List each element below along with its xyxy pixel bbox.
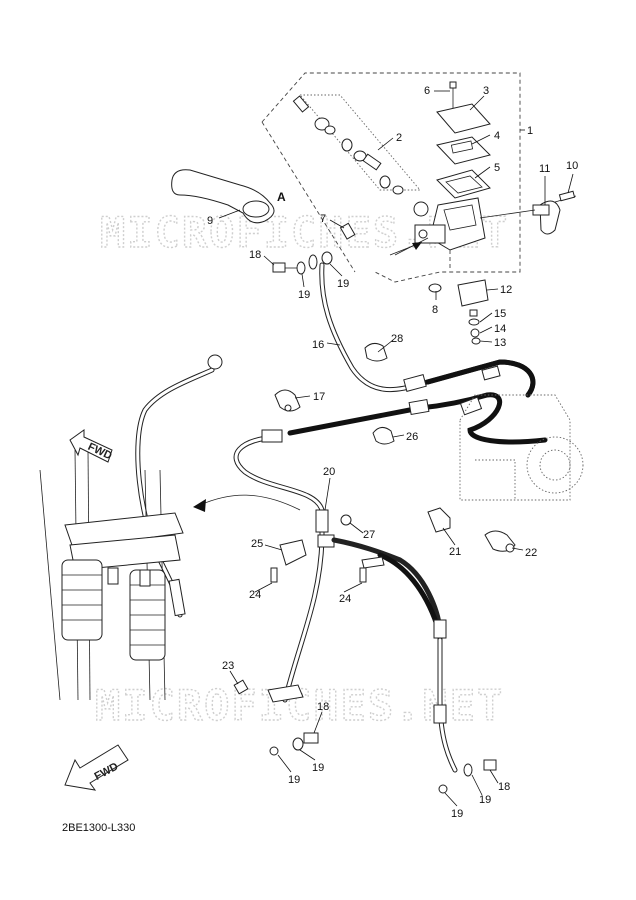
middle-brake-hose bbox=[287, 392, 548, 445]
callout-24a: 24 bbox=[249, 589, 261, 601]
callout-2: 2 bbox=[396, 132, 402, 144]
callout-1: 1 bbox=[527, 125, 533, 137]
callout-22: 22 bbox=[525, 547, 537, 559]
fwd-arrow-large: FWD bbox=[64, 744, 129, 791]
callout-25: 25 bbox=[251, 538, 263, 550]
abs-unit bbox=[459, 394, 584, 501]
callout-14: 14 bbox=[494, 323, 506, 335]
upper-brake-hose bbox=[319, 262, 536, 398]
clamp-21 bbox=[427, 507, 451, 533]
callout-8: 8 bbox=[432, 304, 438, 316]
callout-4: 4 bbox=[494, 130, 500, 142]
callout-15: 15 bbox=[494, 308, 506, 320]
lower-fasteners bbox=[233, 514, 497, 794]
callout-19f: 19 bbox=[479, 794, 491, 806]
callout-19d: 19 bbox=[312, 762, 324, 774]
callout-26: 26 bbox=[406, 431, 418, 443]
clamp-26 bbox=[372, 427, 395, 445]
main-hose-20 bbox=[233, 429, 335, 703]
callout-18b: 18 bbox=[317, 701, 329, 713]
direction-arrow bbox=[193, 494, 301, 512]
pivot-bolt bbox=[339, 222, 356, 240]
detail-label-a: A bbox=[277, 190, 286, 204]
callout-5: 5 bbox=[494, 162, 500, 174]
callout-7: 7 bbox=[320, 213, 326, 225]
callout-27: 27 bbox=[363, 529, 375, 541]
callout-19a: 19 bbox=[298, 289, 310, 301]
diagram-code: 2BE1300-L330 bbox=[62, 822, 135, 834]
callout-19b: 19 bbox=[337, 278, 349, 290]
callouts: 1 2 3 4 5 6 7 8 9 10 11 12 13 14 15 16 1… bbox=[207, 85, 578, 820]
right-branch-hose bbox=[331, 537, 458, 773]
clamp-17 bbox=[274, 389, 301, 412]
fwd-label-small: FWD bbox=[86, 441, 114, 462]
callout-12: 12 bbox=[500, 284, 512, 296]
fwd-arrow-small: FWD bbox=[69, 429, 114, 463]
callout-18c: 18 bbox=[498, 781, 510, 793]
master-cylinder-body bbox=[394, 197, 486, 293]
callout-6: 6 bbox=[424, 85, 430, 97]
brake-lever bbox=[171, 169, 275, 224]
callout-18a: 18 bbox=[249, 249, 261, 261]
callout-24b: 24 bbox=[339, 593, 351, 605]
front-fork bbox=[39, 449, 186, 701]
callout-9: 9 bbox=[207, 215, 213, 227]
callout-23: 23 bbox=[222, 660, 234, 672]
callout-3: 3 bbox=[483, 85, 489, 97]
callout-10: 10 bbox=[566, 160, 578, 172]
callout-19e: 19 bbox=[451, 808, 463, 820]
assembly-outline bbox=[261, 72, 521, 283]
callout-13: 13 bbox=[494, 337, 506, 349]
union-bolt-upper bbox=[272, 251, 333, 275]
callout-11: 11 bbox=[539, 163, 550, 175]
callout-17: 17 bbox=[313, 391, 325, 403]
clamp-28 bbox=[364, 342, 388, 362]
callout-20: 20 bbox=[323, 466, 335, 478]
reservoir-cap-parts bbox=[436, 81, 491, 199]
piston-kit-parts bbox=[292, 94, 429, 217]
callout-21: 21 bbox=[449, 546, 461, 558]
brake-switch-parts bbox=[457, 279, 489, 345]
callout-28: 28 bbox=[391, 333, 403, 345]
callout-16: 16 bbox=[312, 339, 324, 351]
clamp-22 bbox=[484, 530, 516, 553]
callout-19c: 19 bbox=[288, 774, 300, 786]
handlebar-holder bbox=[479, 190, 577, 235]
leader-lines bbox=[218, 90, 574, 807]
